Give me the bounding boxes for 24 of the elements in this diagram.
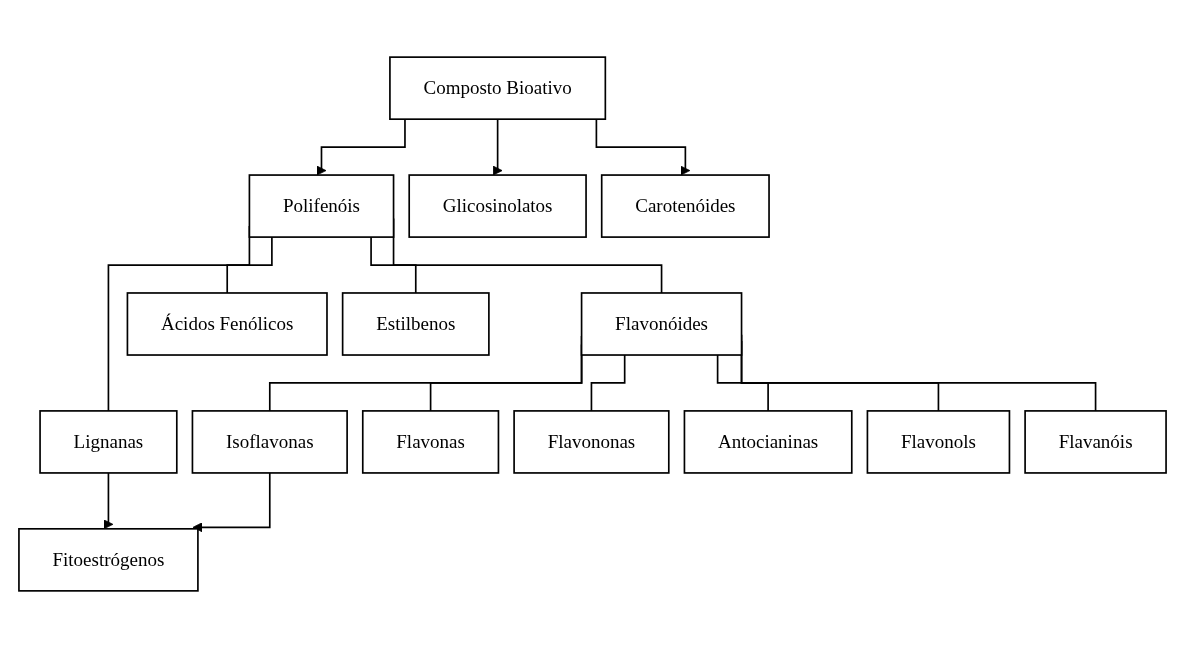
connector (226, 235, 273, 294)
connector (590, 353, 626, 412)
node-box: Flavononas (513, 409, 670, 474)
node-box: Isoflavonas (191, 409, 348, 474)
node-box: Fitoestrógenos (18, 527, 199, 592)
arrow (316, 117, 406, 175)
arrow (103, 471, 114, 529)
node-box: Lignanas (39, 409, 178, 474)
node-box: Flavonóides (580, 291, 743, 356)
arrow (192, 471, 271, 532)
node-box: Composto Bioativo (389, 55, 607, 120)
node-box: Antocianinas (683, 409, 853, 474)
node-box: Flavonas (361, 409, 500, 474)
node-box: Polifenóis (248, 173, 395, 238)
node-box: Flavanóis (1024, 409, 1167, 474)
node-box: Carotenóides (600, 173, 770, 238)
node-box: Estilbenos (341, 291, 490, 356)
arrow (595, 117, 691, 175)
node-box: Glicosinolatos (408, 173, 587, 238)
connector (716, 353, 769, 412)
node-box: Ácidos Fenólicos (126, 291, 328, 356)
connector (370, 235, 417, 294)
node-box: Flavonols (866, 409, 1011, 474)
arrow (492, 117, 503, 175)
